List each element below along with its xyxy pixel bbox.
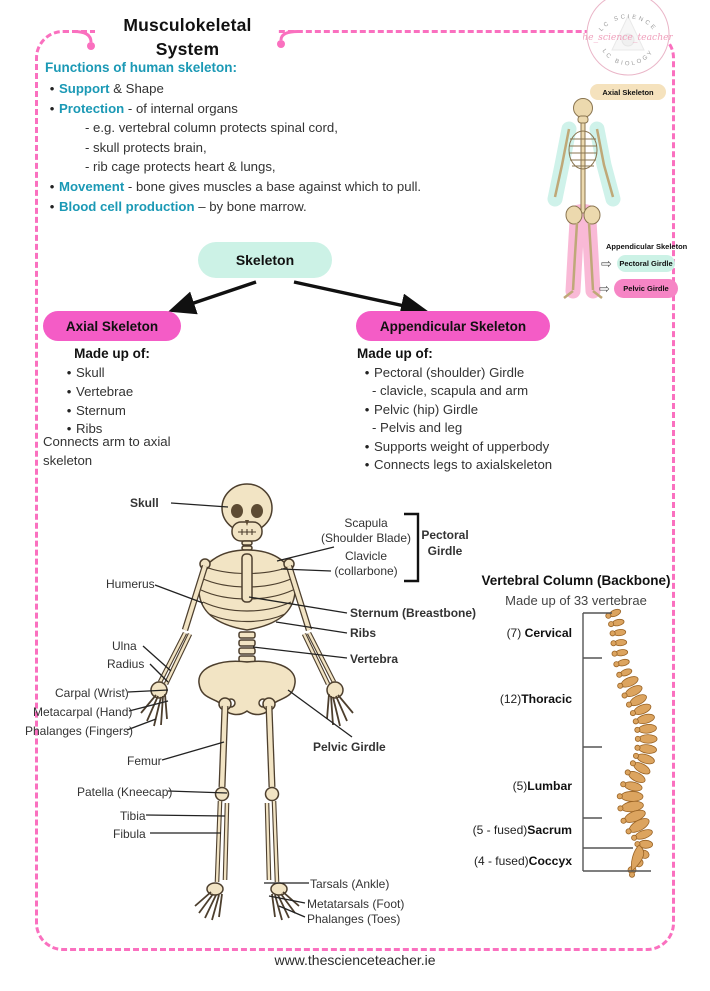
- science-teacher-logo: LC SCIENCE LC BIOLOGY the_science_teache…: [583, 0, 673, 76]
- label-patella: Patella (Kneecap): [77, 785, 173, 799]
- list-item: •Sternum: [66, 402, 126, 418]
- list-subitem: - Pelvis and leg: [372, 420, 463, 436]
- function-subitem: - e.g. vertebral column protects spinal …: [85, 120, 338, 136]
- list-item: •Pectoral (shoulder) Girdle: [364, 365, 525, 380]
- label-pelvic-girdle: Pelvic Girdle: [313, 740, 386, 754]
- label-scapula-sub: (Shoulder Blade): [320, 531, 412, 545]
- label-clavicle: Clavicle: [344, 549, 387, 563]
- functions-heading: Functions of human skeleton:: [45, 60, 238, 75]
- page-title-line1: Musculokeletal: [123, 15, 252, 35]
- label-ribs: Ribs: [350, 626, 377, 640]
- label-radius: Radius: [107, 657, 145, 671]
- list-item: •Skull: [66, 365, 105, 380]
- mini-skeleton-figure: [547, 98, 621, 299]
- list-item: •Connects legs to axialskeleton: [364, 457, 553, 473]
- page-border: [35, 30, 675, 951]
- label-vertebra: Vertebra: [350, 652, 399, 666]
- axial-note: Connects arm to axial skeleton: [43, 434, 171, 468]
- label-humerus: Humerus: [106, 577, 155, 591]
- flowchart-appendicular-node: Appendicular Skeleton: [356, 311, 550, 341]
- list-item: •Ribs: [66, 421, 103, 437]
- vertebral-column-figure: [605, 608, 658, 878]
- arrow-right-icon: ⇨: [601, 256, 612, 271]
- label-metacarpal: Metacarpal (Hand): [33, 705, 133, 719]
- function-item: • Support & Shape: [49, 81, 164, 96]
- list-item: •Vertebrae: [66, 383, 134, 399]
- label-phalanges-fingers: Phalanges (Fingers): [25, 724, 134, 738]
- mini-axial-pill: Axial Skeleton: [590, 84, 666, 100]
- coccyx-tip: [631, 844, 645, 872]
- function-item: • Blood cell production – by bone marrow…: [49, 198, 307, 214]
- label-tibia: Tibia: [120, 809, 146, 823]
- mini-appendicular-label: Appendicular Skeleton: [606, 242, 688, 251]
- vc-label-coccyx: (4 - fused)Coccyx: [473, 854, 572, 868]
- vc-label-cervical: (7) Cervical: [506, 626, 572, 640]
- mini-pectoral-pill: Pectoral Girdle: [617, 255, 675, 272]
- vc-title: Vertebral Column (Backbone): [481, 573, 671, 588]
- vc-label-thoracic: (12)Thoracic: [499, 692, 572, 706]
- sternum-bone: [241, 553, 253, 603]
- list-item: •Supports weight of upperbody: [364, 438, 550, 454]
- label-carpal: Carpal (Wrist): [55, 686, 129, 700]
- label-metatarsals: Metatarsals (Foot): [307, 897, 405, 911]
- vc-subtitle: Made up of 33 vertebrae: [505, 593, 647, 608]
- label-femur: Femur: [127, 754, 162, 768]
- vertebrae: [605, 608, 658, 878]
- mini-bones: [553, 98, 615, 299]
- logo-handle: the_science_teacher_: [583, 32, 673, 43]
- label-phalanges-toes: Phalanges (Toes): [307, 912, 401, 926]
- functions-list: • Support & Shape • Protection - of inte…: [45, 79, 565, 216]
- label-clavicle-sub: (collarbone): [334, 564, 398, 578]
- flowchart-skeleton-node: Skeleton: [198, 242, 332, 278]
- list-item: •Pelvic (hip) Girdle: [364, 401, 479, 417]
- label-tarsals: Tarsals (Ankle): [310, 877, 390, 891]
- page-title-line2: System: [155, 39, 220, 59]
- label-scapula: Scapula: [344, 516, 388, 530]
- vc-label-lumbar: (5)Lumbar: [512, 779, 572, 793]
- label-ulna: Ulna: [112, 639, 137, 653]
- pelvis-bone: [198, 660, 296, 716]
- function-subitem: - rib cage protects heart & lungs,: [85, 159, 276, 175]
- axial-list: •Skull •Vertebrae •Sternum •Ribs: [62, 364, 134, 439]
- label-sternum: Sternum (Breastbone): [350, 606, 477, 620]
- label-pectoral-girdle-1: Pectoral: [421, 528, 469, 542]
- vc-label-sacrum: (5 - fused)Sacrum: [472, 823, 572, 837]
- appendicular-list: •Pectoral (shoulder) Girdle - clavicle, …: [360, 364, 552, 474]
- label-fibula: Fibula: [113, 827, 146, 841]
- function-item: • Movement - bone gives muscles a base a…: [49, 178, 422, 194]
- mini-pelvic-pill: Pelvic Girdle: [614, 279, 678, 298]
- label-skull: Skull: [130, 496, 159, 510]
- list-subitem: - clavicle, scapula and arm: [372, 383, 529, 399]
- function-item: • Protection - of internal organs: [49, 100, 238, 116]
- appendicular-list-heading: Made up of:: [357, 346, 433, 361]
- arrow-right-icon: ⇨: [599, 281, 610, 296]
- footer-url[interactable]: www.thescienceteacher.ie: [274, 952, 436, 968]
- function-subitem: - skull protects brain,: [85, 139, 207, 155]
- flowchart-axial-node: Axial Skeleton: [43, 311, 181, 341]
- label-pectoral-girdle-2: Girdle: [427, 544, 463, 558]
- axial-list-heading: Made up of:: [74, 346, 150, 361]
